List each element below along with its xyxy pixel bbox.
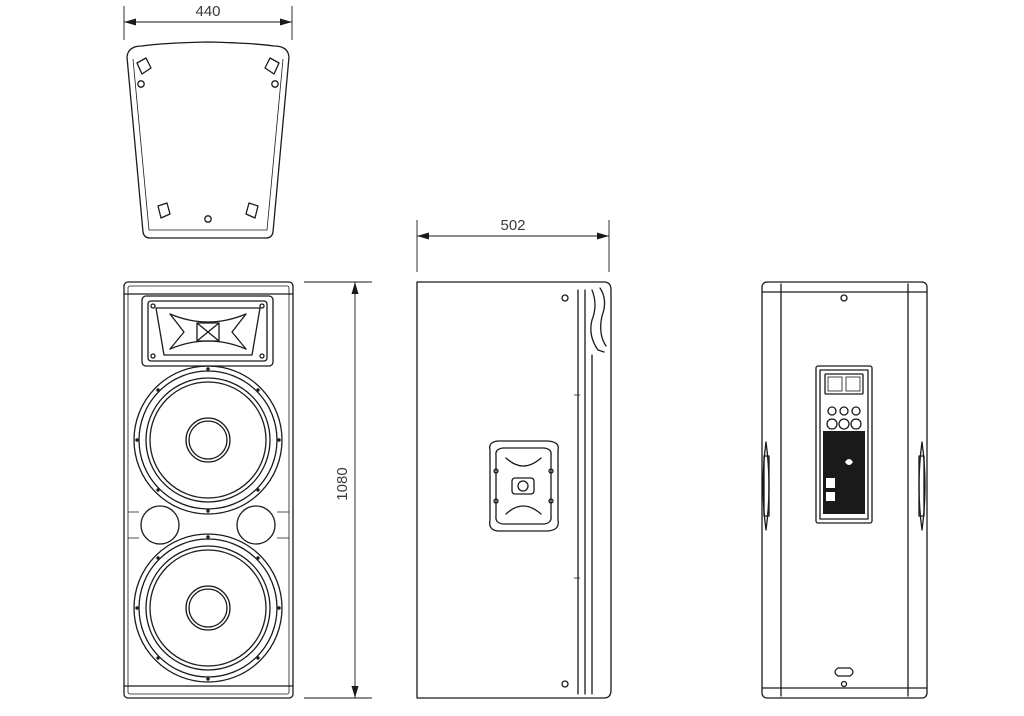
front-cabinet: [123, 281, 294, 699]
side-view: 502: [416, 217, 612, 699]
amplifier-module-panel: [815, 365, 873, 524]
lower-woofer-bolts: [135, 535, 281, 681]
back-cabinet: [761, 281, 928, 699]
top-view-feet: [136, 57, 280, 223]
height-label: 1080: [334, 467, 351, 500]
top-width-label: 440: [195, 3, 220, 20]
heatsink: [823, 431, 865, 514]
side-depth-label: 502: [500, 217, 525, 234]
upper-woofer-bolts: [135, 367, 281, 513]
side-handle: [489, 440, 559, 532]
top-view: 440: [123, 3, 293, 239]
back-left-handle: [762, 441, 770, 531]
top-width-dimension: 440: [123, 3, 293, 40]
top-view-outline: [126, 41, 290, 239]
front-woofer-upper: [133, 365, 283, 515]
back-right-handle: [918, 441, 926, 531]
front-woofer-lower: [133, 533, 283, 683]
input-connectors: [826, 406, 862, 430]
side-depth-dimension: 502: [416, 217, 610, 272]
front-view: [123, 281, 294, 699]
front-horn: [141, 295, 274, 367]
side-cabinet: [416, 281, 612, 699]
back-view: [761, 281, 928, 699]
height-dimension: 1080: [304, 281, 372, 699]
front-bass-ports: [128, 505, 289, 545]
